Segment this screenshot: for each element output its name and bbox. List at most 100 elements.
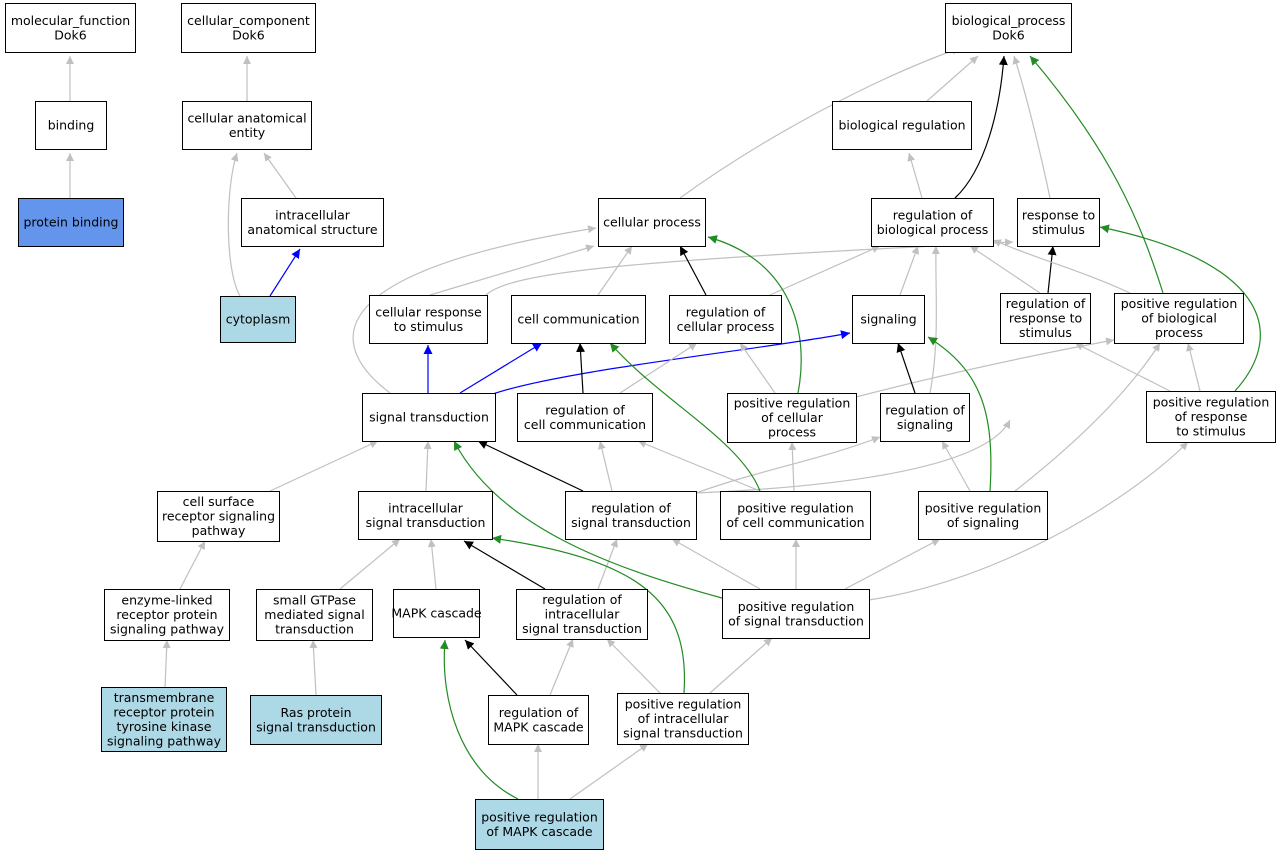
term-box bbox=[5, 3, 136, 53]
term-node-binding[interactable]: binding bbox=[35, 101, 107, 150]
term-node-sigtrans[interactable]: signal transduction bbox=[362, 393, 496, 442]
term-label-line: MAPK cascade bbox=[391, 606, 482, 621]
term-label-line: cellular_component bbox=[187, 13, 310, 28]
term-label-line: stimulus bbox=[1019, 325, 1072, 340]
edge-is-a-cytoplasm-to-cae bbox=[227, 152, 241, 297]
edge-is-a-resp-to-bp bbox=[1012, 55, 1051, 199]
term-label-line: regulation of bbox=[1006, 296, 1086, 311]
edge-is-a-posregsig-to-regsig bbox=[941, 440, 971, 492]
term-box bbox=[565, 491, 697, 540]
term-box bbox=[475, 799, 604, 850]
term-label-line: signal transduction bbox=[522, 621, 642, 636]
term-label-line: biological_process bbox=[952, 13, 1066, 28]
term-label-line: of signaling bbox=[947, 515, 1019, 530]
term-node-cytoplasm[interactable]: cytoplasm bbox=[220, 296, 296, 343]
edge-part-of-sigtrans-to-cellcomm bbox=[459, 342, 543, 394]
edge-positively-regulates-posregcell-to-cellproc bbox=[707, 235, 802, 394]
edge-is-a-cellcomm-to-cellproc bbox=[597, 245, 633, 296]
term-box bbox=[945, 3, 1072, 53]
term-label-line: signal transduction bbox=[369, 410, 489, 425]
term-label-line: enzyme-linked bbox=[121, 593, 212, 608]
term-label-line: regulation of bbox=[545, 402, 625, 417]
term-box bbox=[517, 393, 653, 442]
term-node-cellcomm[interactable]: cell communication bbox=[511, 295, 646, 344]
term-label-line: response to bbox=[1009, 311, 1082, 326]
term-label-line: to stimulus bbox=[1176, 424, 1245, 439]
term-label-line: positive regulation bbox=[1121, 296, 1238, 311]
term-box bbox=[598, 198, 706, 247]
term-node-cellproc[interactable]: cellular process bbox=[598, 198, 706, 247]
term-box bbox=[488, 695, 589, 745]
edge-is-a-posregst-to-posregsig bbox=[844, 538, 941, 590]
term-label-line: tyrosine kinase bbox=[117, 719, 212, 734]
term-box bbox=[918, 491, 1048, 540]
term-label-line: cellular process bbox=[603, 215, 701, 230]
term-label-line: transduction bbox=[275, 622, 354, 637]
term-label-line: entity bbox=[229, 125, 266, 140]
term-box bbox=[393, 589, 480, 638]
term-label-line: signaling pathway bbox=[110, 622, 225, 637]
term-box bbox=[369, 295, 488, 344]
term-box bbox=[511, 295, 646, 344]
term-label-line: biological regulation bbox=[838, 118, 965, 133]
term-label-line: signaling bbox=[860, 312, 916, 327]
term-node-bioreg[interactable]: biological regulation bbox=[832, 101, 972, 150]
term-label-line: MAPK cascade bbox=[493, 719, 584, 734]
term-label-line: positive regulation bbox=[925, 500, 1042, 515]
edge-is-a-posregsig-to-posregbio bbox=[1014, 342, 1161, 492]
term-box bbox=[852, 295, 925, 344]
term-label-line: of cellular bbox=[761, 410, 824, 425]
edge-is-a-mapk-to-ist bbox=[427, 538, 437, 590]
term-box bbox=[669, 295, 782, 344]
term-label-line: positive regulation bbox=[625, 697, 742, 712]
edge-regulates-regsig-to-signaling bbox=[896, 342, 916, 394]
term-label-line: receptor protein bbox=[113, 704, 214, 719]
term-label-line: Dok6 bbox=[54, 27, 87, 42]
edge-is-a-regst-to-regsig bbox=[695, 436, 881, 494]
edge-is-a-regresp-to-regbio bbox=[969, 245, 1041, 294]
term-node-signaling[interactable]: signaling bbox=[852, 295, 925, 344]
term-box bbox=[1000, 293, 1091, 344]
term-label-line: cellular process bbox=[677, 319, 775, 334]
edge-is-a-posregist-to-regist bbox=[606, 638, 661, 694]
term-label-line: positive regulation bbox=[734, 396, 851, 411]
term-label-line: cytoplasm bbox=[226, 312, 291, 327]
term-node-protbind[interactable]: protein binding bbox=[18, 198, 124, 247]
term-label-line: Dok6 bbox=[992, 27, 1025, 42]
edge-positively-regulates-posregist-to-ist bbox=[491, 534, 686, 694]
term-node-mapk[interactable]: MAPK cascade bbox=[391, 589, 482, 638]
term-label-line: regulation of bbox=[686, 304, 766, 319]
term-label-line: cellular response bbox=[375, 304, 482, 319]
term-label-line: intracellular bbox=[388, 500, 464, 515]
